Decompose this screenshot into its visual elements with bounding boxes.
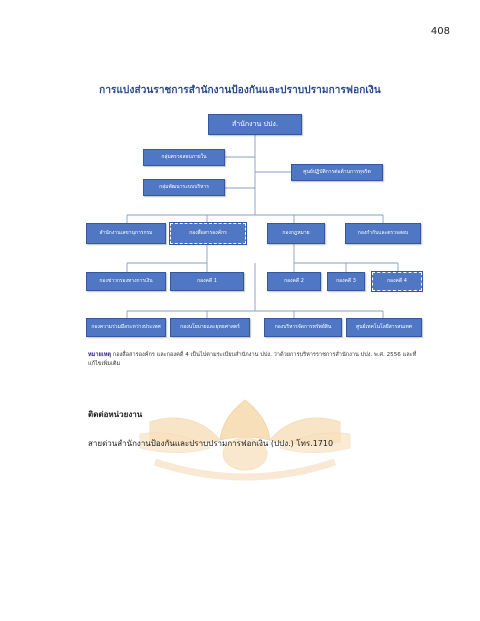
org-box-staff-right: ศูนย์ปฏิบัติการต่อต้านการทุจริต [291,164,383,181]
org-box-row1-3: กองกฎหมาย [267,223,325,244]
org-box-row1-1: สำนักงานเลขานุการกรม [86,223,166,244]
org-box-row3-4: ศูนย์เทคโนโลยีสารสนเทศ [346,318,422,337]
org-box-row2-3: กองคดี 2 [267,272,321,291]
org-box-row3-2: กองนโยบายและยุทธศาสตร์ [170,318,250,337]
org-box-row1-4: กองกำกับและตรวจสอบ [345,223,421,244]
org-box-top: สำนักงาน ปปง. [208,114,302,135]
note-text: กองสื่อสารองค์กร และกองคดี 4 เป็นไปตามระ… [88,352,417,367]
contact-hotline-text: สายด่วนสำนักงานป้องกันและปราบปรามการฟอกเ… [88,439,334,448]
contact-heading: ติดต่อหน่วยงาน [88,410,143,419]
page-number: 408 [430,26,450,37]
org-box-row3-1: กองความร่วมมือระหว่างประเทศ [86,318,166,337]
org-box-row3-3: กองบริหารจัดการทรัพย์สิน [264,318,342,337]
chart-title: การแบ่งส่วนราชการสำนักงานป้องกันและปราบป… [99,85,381,96]
org-box-row2-1: กองข่าวกรองทางการเงิน [86,272,166,291]
org-box-row2-2: กองคดี 1 [170,272,244,291]
note-label: หมายเหตุ [88,352,112,358]
org-box-row2-4: กองคดี 3 [327,272,365,291]
garuda-emblem-icon [139,399,351,481]
org-box-staff-left-1: กลุ่มตรวจสอบภายใน [143,149,225,166]
chart-note: หมายเหตุ กองสื่อสารองค์กร และกองคดี 4 เป… [88,351,428,369]
org-box-row1-2: กองสื่อสารองค์กร [169,222,247,245]
org-box-row2-5: กองคดี 4 [371,271,423,292]
org-box-staff-left-2: กลุ่มพัฒนาระบบบริหาร [143,179,225,196]
